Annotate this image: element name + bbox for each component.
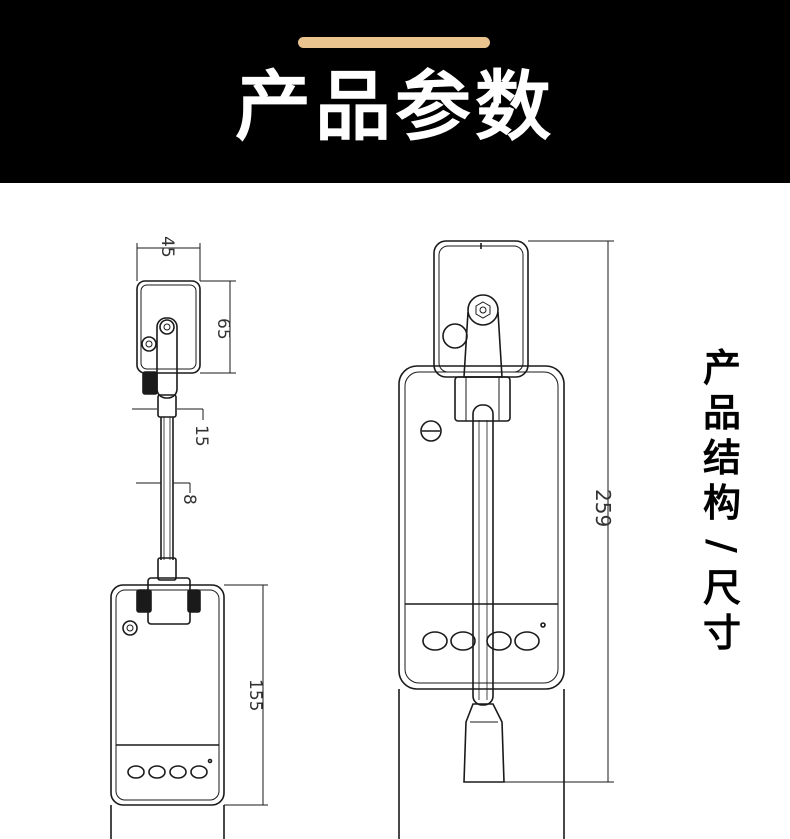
dim-head-height: 65 — [213, 318, 233, 340]
header-banner: 产品参数 — [0, 0, 790, 183]
left-button-row — [127, 758, 213, 779]
side-label-char: 寸 — [702, 611, 741, 655]
dim-rod-width: 8 — [179, 494, 199, 505]
side-label-slash: / — [700, 539, 744, 553]
left-rod — [157, 394, 177, 418]
left-view — [110, 280, 225, 839]
side-label-char: 尺 — [702, 566, 741, 610]
side-label-char: 产 — [702, 346, 741, 390]
right-button-row — [422, 622, 546, 651]
dim-arm-width: 15 — [191, 425, 211, 447]
side-label-char: 结 — [702, 436, 741, 480]
side-label-bottom: 尺寸 — [694, 566, 750, 656]
dim-total-height: 259 — [591, 489, 615, 527]
left-body — [110, 584, 225, 806]
side-label-char: 构 — [702, 481, 741, 525]
accent-bar — [298, 37, 490, 48]
right-rod — [472, 404, 494, 706]
left-head-outer — [136, 280, 201, 374]
side-label-top: 产品结构 — [694, 346, 750, 526]
right-dimension-lines — [504, 240, 614, 783]
dim-body-height: 155 — [245, 679, 265, 711]
left-head-screw — [141, 336, 157, 352]
right-head-outer — [433, 240, 529, 378]
side-label-char: 品 — [702, 391, 741, 435]
left-dimension-lines — [132, 243, 268, 806]
right-body — [398, 365, 565, 690]
right-head-screw — [442, 323, 468, 349]
right-view — [398, 240, 565, 839]
side-label: 产品结构 / 尺寸 — [694, 346, 750, 656]
product-dimension-drawing: 45 65 15 8 155 259 — [110, 236, 615, 839]
page-title: 产品参数 — [235, 62, 555, 151]
right-clamp — [463, 703, 505, 783]
dim-head-width: 45 — [157, 236, 177, 258]
